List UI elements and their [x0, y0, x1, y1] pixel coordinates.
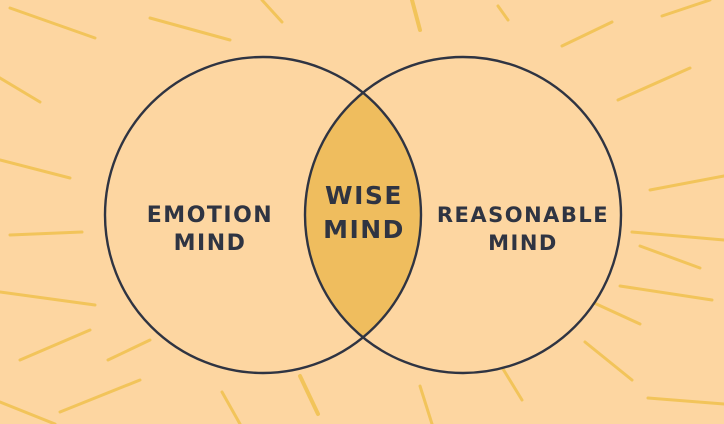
emotion-mind-circle	[103, 55, 423, 375]
background-ray	[583, 340, 634, 382]
background-ray	[298, 374, 320, 416]
background-ray	[0, 76, 42, 104]
wise-mind-intersection-fill	[305, 57, 421, 373]
background-ray	[410, 0, 422, 32]
background-ray	[0, 290, 97, 307]
background-ray	[648, 174, 724, 192]
background-ray	[498, 362, 524, 402]
background-ray	[0, 158, 72, 180]
emotion-mind-label-line-1: EMOTION	[147, 203, 273, 228]
background-ray	[646, 396, 724, 406]
wise-mind-label-line-2: MIND	[323, 215, 405, 244]
background-ray	[106, 338, 152, 362]
background-ray	[8, 230, 84, 237]
background-ray	[220, 390, 242, 424]
reasonable-mind-circle	[303, 55, 623, 375]
wise-mind-label-line-1: WISE	[325, 181, 403, 210]
reasonable-mind-label-line-1: REASONABLE	[437, 203, 609, 227]
background-ray	[616, 66, 692, 102]
background-ray	[496, 4, 510, 22]
background-ray	[260, 0, 284, 24]
background-ray	[58, 378, 142, 414]
reasonable-mind-label-line-2: MIND	[488, 231, 558, 255]
background-ray	[418, 384, 434, 424]
background-ray	[660, 0, 712, 18]
background-ray	[0, 400, 57, 424]
background-ray	[148, 16, 232, 42]
background-ray	[560, 20, 614, 48]
background-ray	[630, 230, 724, 242]
background-ray	[590, 300, 642, 326]
background-ray	[18, 328, 92, 362]
background-ray	[8, 6, 97, 40]
emotion-mind-label-line-2: MIND	[174, 231, 247, 256]
background-ray	[638, 244, 702, 270]
background-ray	[618, 284, 714, 302]
